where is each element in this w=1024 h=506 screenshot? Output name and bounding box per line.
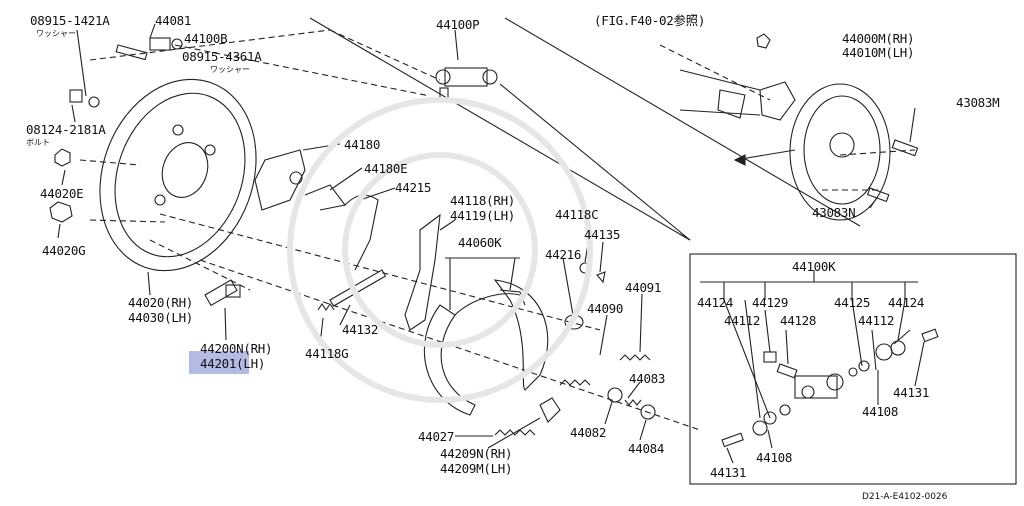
label-44084: 44084	[628, 441, 665, 456]
label-44030-lh: 44030(LH)	[128, 310, 194, 325]
label-bolt: ボルト	[26, 138, 50, 147]
highlight-44201	[189, 351, 249, 374]
label-44119-lh: 44119(LH)	[450, 208, 516, 223]
label-44083: 44083	[629, 371, 666, 386]
label-44090: 44090	[587, 301, 624, 316]
label-44108-a: 44108	[756, 450, 793, 465]
label-44131-a: 44131	[710, 465, 747, 480]
label-44209M-lh: 44209M(LH)	[440, 461, 513, 476]
label-44132: 44132	[342, 322, 379, 337]
label-44060K: 44060K	[458, 235, 502, 250]
kit-detail-box	[689, 253, 1017, 485]
label-44091: 44091	[625, 280, 662, 295]
label-washer-2: ワッシャー	[210, 65, 250, 74]
label-44118G: 44118G	[305, 346, 349, 361]
label-44124-b: 44124	[888, 295, 925, 310]
label-44100B: 44100B	[184, 31, 228, 46]
label-44010M-lh: 44010M(LH)	[842, 45, 915, 60]
label-44020-rh: 44020(RH)	[128, 295, 194, 310]
watermark-emblem	[287, 97, 593, 403]
label-44216: 44216	[545, 247, 582, 262]
label-44125: 44125	[834, 295, 871, 310]
label-44200N-rh: 44200N(RH)	[200, 341, 273, 356]
label-44000M-rh: 44000M(RH)	[842, 31, 915, 46]
label-08915-4361A: 08915-4361A	[182, 49, 262, 64]
label-44118-rh: 44118(RH)	[450, 193, 516, 208]
label-44112-b: 44112	[858, 313, 895, 328]
label-44108-b: 44108	[862, 404, 899, 419]
label-44100K: 44100K	[792, 259, 836, 274]
label-44027: 44027	[418, 429, 455, 444]
label-44112-a: 44112	[724, 313, 761, 328]
label-44209N-rh: 44209N(RH)	[440, 446, 513, 461]
label-44135: 44135	[584, 227, 621, 242]
label-44124-a: 44124	[697, 295, 734, 310]
label-08915-1421A: 08915-1421A	[30, 13, 110, 28]
diagram-code: D21-A-E4102-0026	[862, 492, 948, 502]
label-44129: 44129	[752, 295, 789, 310]
label-44020E: 44020E	[40, 186, 84, 201]
label-44131-b: 44131	[893, 385, 930, 400]
label-44100P: 44100P	[436, 17, 480, 32]
label-44180: 44180	[344, 137, 381, 152]
label-08124-2181A: 08124-2181A	[26, 122, 106, 137]
label-44020G: 44020G	[42, 243, 86, 258]
label-44201-lh: 44201(LH)	[200, 356, 266, 371]
label-44082: 44082	[570, 425, 607, 440]
label-43083N: 43083N	[812, 205, 856, 220]
label-44215: 44215	[395, 180, 432, 195]
label-washer-1: ワッシャー	[36, 29, 76, 38]
label-44081: 44081	[155, 13, 192, 28]
label-fig-ref: (FIG.F40-02参照)	[594, 13, 706, 28]
label-44118C: 44118C	[555, 207, 599, 222]
label-44128: 44128	[780, 313, 817, 328]
label-43083M: 43083M	[956, 95, 1000, 110]
label-44180E: 44180E	[364, 161, 408, 176]
